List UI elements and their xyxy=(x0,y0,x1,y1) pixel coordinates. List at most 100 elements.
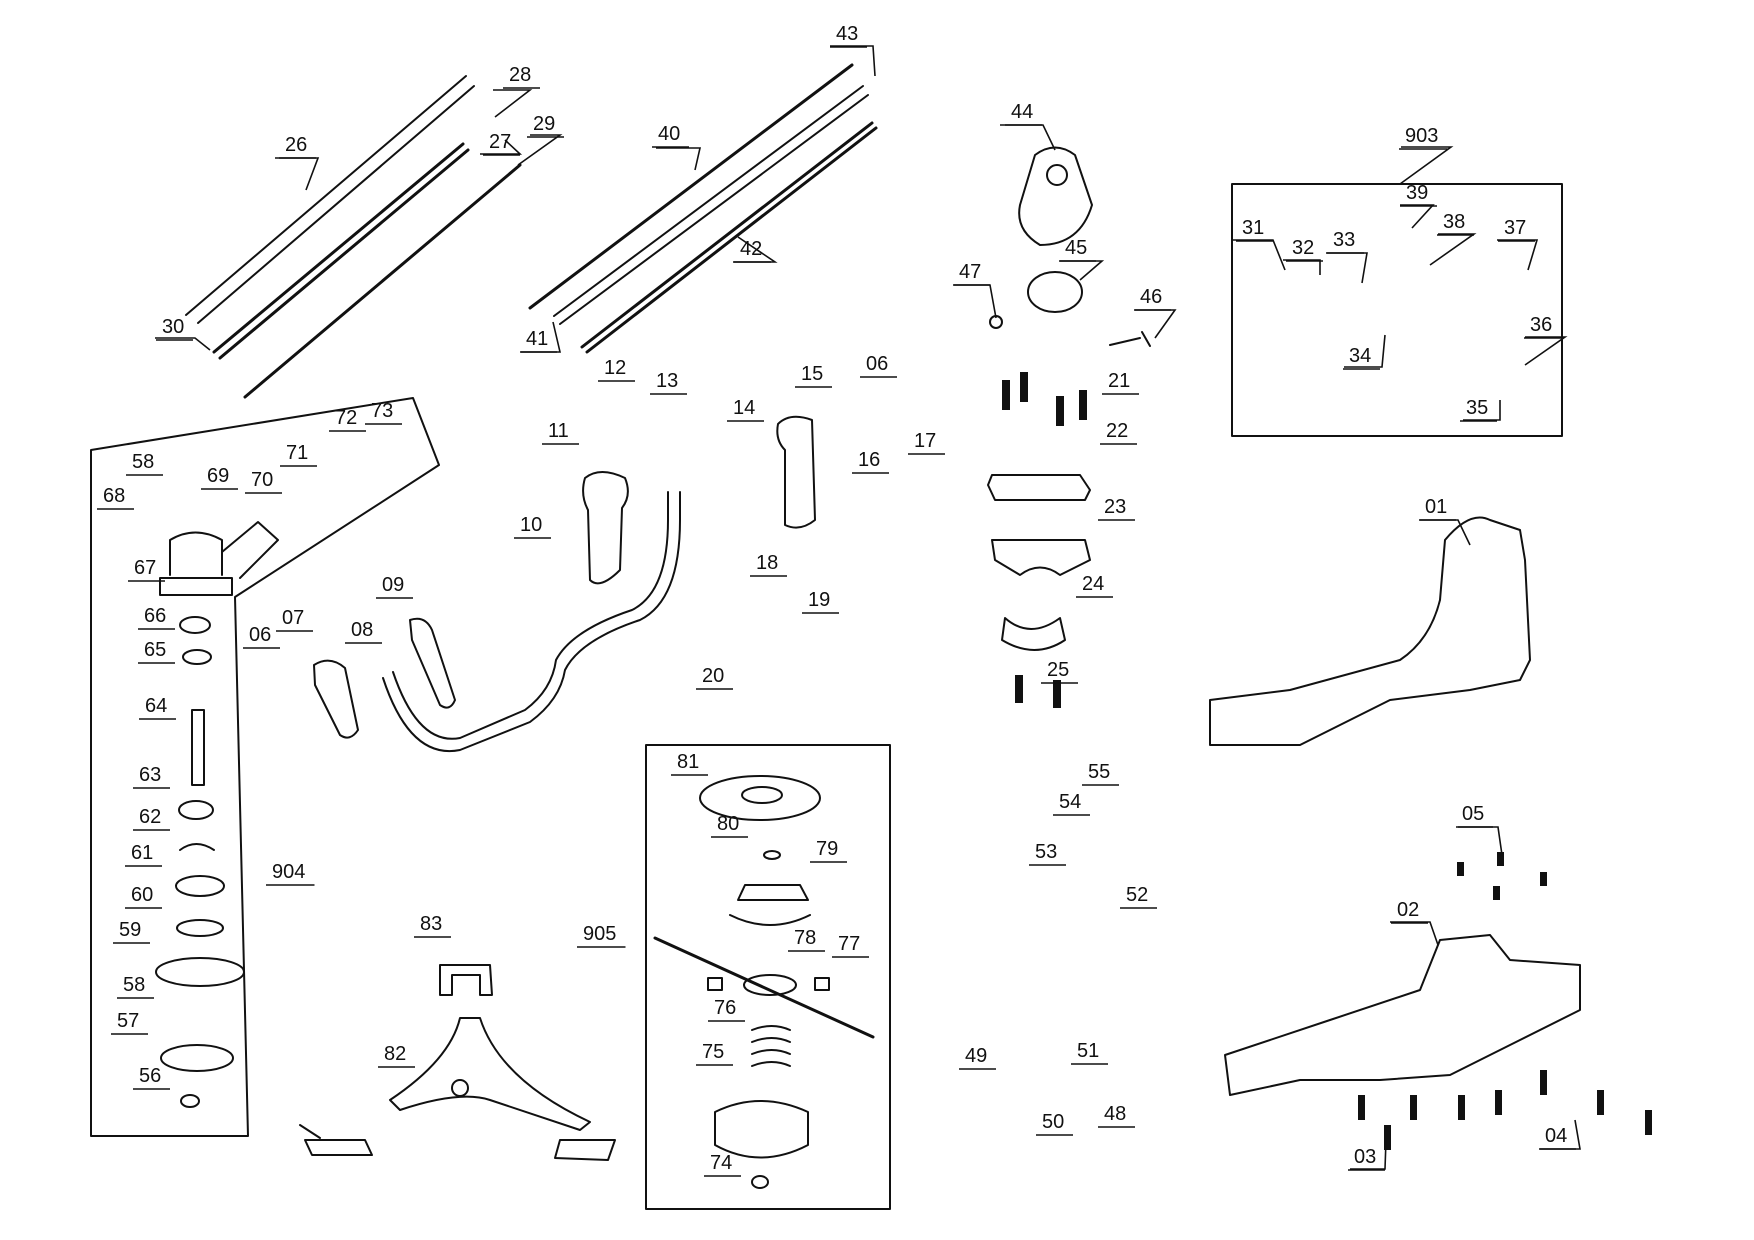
part-label-51: 51 xyxy=(1077,1040,1100,1062)
part-label-70: 70 xyxy=(251,469,274,491)
part-label-44: 44 xyxy=(1011,101,1034,123)
part-label-35: 35 xyxy=(1466,397,1489,419)
part-label-74: 74 xyxy=(710,1152,733,1174)
circlip-62 xyxy=(179,843,215,851)
part-label-56: 56 xyxy=(139,1065,162,1087)
part-label-29: 29 xyxy=(533,113,556,135)
part-label-68: 68 xyxy=(103,485,126,507)
part-label-25: 25 xyxy=(1047,659,1070,681)
handle-grip-15 xyxy=(776,415,816,529)
part-label-54: 54 xyxy=(1059,791,1082,813)
part-label-67: 67 xyxy=(134,557,157,579)
part-label-15: 15 xyxy=(801,363,824,385)
part-label-63: 63 xyxy=(139,764,162,786)
part-label-47: 47 xyxy=(959,261,982,283)
part-label-21: 21 xyxy=(1108,370,1131,392)
part-label-33: 33 xyxy=(1333,229,1356,251)
handle-grip-11 xyxy=(582,471,629,585)
shaft-tube-41 xyxy=(553,85,869,325)
part-label-48: 48 xyxy=(1104,1103,1127,1125)
flange-61 xyxy=(175,875,225,897)
part-label-41: 41 xyxy=(526,328,549,350)
part-label-04: 04 xyxy=(1545,1125,1568,1147)
part-label-72: 72 xyxy=(335,407,358,429)
clamp-ring-45 xyxy=(1027,271,1083,313)
part-label-31: 31 xyxy=(1242,217,1265,239)
assembly-box-903 xyxy=(1231,183,1563,437)
drive-shaft-40 xyxy=(528,63,854,310)
part-label-83: 83 xyxy=(420,913,443,935)
part-label-17: 17 xyxy=(914,430,937,452)
part-label-23: 23 xyxy=(1104,496,1127,518)
spool-cover-81 xyxy=(699,775,821,821)
part-label-36: 36 xyxy=(1530,314,1553,336)
part-label-65: 65 xyxy=(144,639,167,661)
part-label-77: 77 xyxy=(838,933,861,955)
part-label-60: 60 xyxy=(131,884,154,906)
part-label-903: 903 xyxy=(1405,125,1439,147)
part-label-24: 24 xyxy=(1082,573,1105,595)
part-label-22: 22 xyxy=(1106,420,1129,442)
drive-shaft-30 xyxy=(212,142,470,360)
part-label-28: 28 xyxy=(509,64,532,86)
shaft-tube-26 xyxy=(185,75,475,324)
part-label-07: 07 xyxy=(282,607,305,629)
part-label-09: 09 xyxy=(382,574,405,596)
part-label-79: 79 xyxy=(816,838,839,860)
part-label-06b: 06 xyxy=(249,624,272,646)
blade-82 xyxy=(389,1017,591,1131)
part-label-05: 05 xyxy=(1462,803,1485,825)
bearing-63 xyxy=(178,800,214,820)
trimmer-line xyxy=(653,936,875,1039)
shaft-tube-42 xyxy=(580,121,878,354)
part-label-10: 10 xyxy=(520,514,543,536)
part-label-61: 61 xyxy=(131,842,154,864)
part-label-32: 32 xyxy=(1292,237,1315,259)
spindle-64 xyxy=(191,709,205,786)
clip-77 xyxy=(814,977,830,991)
part-label-20: 20 xyxy=(702,665,725,687)
part-label-81: 81 xyxy=(677,751,700,773)
part-label-34: 34 xyxy=(1349,345,1372,367)
assembly-box-904 xyxy=(90,397,440,1137)
part-label-13: 13 xyxy=(656,370,679,392)
part-label-18: 18 xyxy=(756,552,779,574)
part-label-76: 76 xyxy=(714,997,737,1019)
bracket-44 xyxy=(1018,146,1093,246)
part-label-82: 82 xyxy=(384,1043,407,1065)
part-label-01: 01 xyxy=(1425,496,1448,518)
part-label-58b: 58 xyxy=(123,974,146,996)
handle-grip-09 xyxy=(409,617,456,709)
nut-56 xyxy=(180,1094,200,1108)
gear-65 xyxy=(182,649,212,665)
bearing-66 xyxy=(179,616,211,634)
part-label-69: 69 xyxy=(207,465,230,487)
screws xyxy=(1002,372,1652,1150)
part-label-38: 38 xyxy=(1443,211,1466,233)
handle-grip-07 xyxy=(313,659,359,739)
part-label-64: 64 xyxy=(145,695,168,717)
part-label-55: 55 xyxy=(1088,761,1111,783)
part-label-75: 75 xyxy=(702,1041,725,1063)
part-label-08: 08 xyxy=(351,619,374,641)
engine-housing-02 xyxy=(1224,934,1581,1096)
spool-housing-75 xyxy=(714,1100,809,1159)
screw-46 xyxy=(1109,331,1151,347)
part-label-53: 53 xyxy=(1035,841,1058,863)
part-label-66: 66 xyxy=(144,605,167,627)
part-label-16: 16 xyxy=(858,449,881,471)
part-label-26: 26 xyxy=(285,134,308,156)
flex-shaft-29 xyxy=(243,163,522,399)
button-74 xyxy=(751,1175,769,1189)
clamp-upper-22 xyxy=(987,474,1091,501)
part-label-14: 14 xyxy=(733,397,756,419)
part-label-37: 37 xyxy=(1504,217,1527,239)
part-label-73: 73 xyxy=(371,400,394,422)
part-label-30: 30 xyxy=(162,316,185,338)
handle-bar-08 xyxy=(382,491,681,753)
part-label-27: 27 xyxy=(489,131,512,153)
protective-disc-59 xyxy=(155,957,245,987)
part-label-62: 62 xyxy=(139,806,162,828)
part-label-02: 02 xyxy=(1397,899,1420,921)
